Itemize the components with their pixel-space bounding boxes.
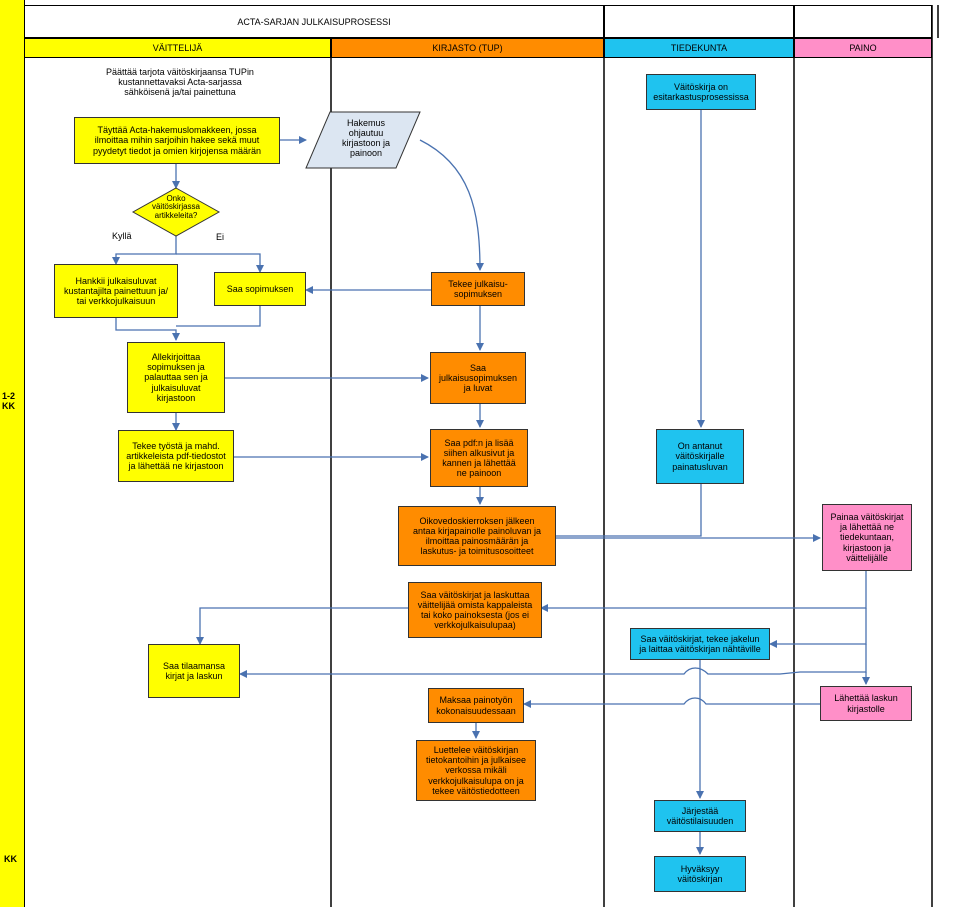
arrow-paino-to-tiedekunta xyxy=(769,608,867,648)
arrow-lahettaa-to-maksaa xyxy=(523,697,820,708)
hakemus-shape xyxy=(305,111,421,169)
k-saa-sopimuksen: Saa julkaisusopimuksen ja luvat xyxy=(430,352,526,404)
lane-header-paino: PAINO xyxy=(794,38,932,58)
diagram-title: ACTA-SARJAN JULKAISUPROSESSI xyxy=(24,5,604,38)
title-cell-tiedekunta xyxy=(604,5,794,38)
t-esitarkastus: Väitöskirja on esitarkastusprosessissa xyxy=(646,74,756,110)
time-label-top: 1-2 KK xyxy=(2,391,16,411)
p-lahettaa-laskun: Lähettää laskun kirjastolle xyxy=(820,686,912,721)
k-hakemus-text: Hakemus ohjautuu kirjastoon ja painoon xyxy=(341,118,391,159)
k-oikoluku: Oikovedoskierroksen jälkeen antaa kirjap… xyxy=(398,506,556,566)
k-tekee-sopimuksen: Tekee julkaisu- sopimuksen xyxy=(431,272,525,306)
lane-header-tiedekunta: TIEDEKUNTA xyxy=(604,38,794,58)
arrow-hakemus-to-sop xyxy=(419,139,484,271)
time-label-bottom: KK xyxy=(4,854,17,864)
arrow-saa-merge xyxy=(176,306,261,327)
decision-shape xyxy=(131,187,221,237)
v-hankkii: Hankkii julkaisuluvat kustantajilta pain… xyxy=(54,264,178,318)
arrow-antanut-to-oikoluku xyxy=(556,484,702,537)
v-tekee-tyota: Tekee työstä ja mahd. artikkeleista pdf-… xyxy=(118,430,234,482)
p-painaa: Painaa väitöskirjat ja lähettää ne tiede… xyxy=(822,504,912,571)
t-antanut-luvan: On antanut väitöskirjalle painatusluvan xyxy=(656,429,744,484)
lane-header-vaittelija: VÄITTELIJÄ xyxy=(24,38,331,58)
arrow-paino-to-vaittelija xyxy=(239,644,867,678)
arrow-ei xyxy=(176,253,264,273)
v-kylla-label: Kyllä xyxy=(112,231,132,241)
lane-label: PAINO xyxy=(849,43,877,53)
lane-header-kirjasto: KIRJASTO (TUP) xyxy=(331,38,604,58)
k-saa-pdf: Saa pdf:n ja lisää siihen alkusivut ja k… xyxy=(430,429,528,487)
diagram-title-text: ACTA-SARJAN JULKAISUPROSESSI xyxy=(237,16,391,27)
t-saa-vaitoskirjat: Saa väitöskirjat, tekee jakelun ja laitt… xyxy=(630,628,770,660)
v-allekirjoittaa: Allekirjoittaa sopimuksen ja palauttaa s… xyxy=(127,342,225,413)
arrow-kirjasto-to-vaittelija xyxy=(196,607,408,645)
v-saa-sopimuksen: Saa sopimuksen xyxy=(214,272,306,306)
v-ei-label: Ei xyxy=(216,232,225,242)
arrow-paino-to-kirjasto xyxy=(540,571,867,612)
lane-label: VÄITTELIJÄ xyxy=(152,43,203,53)
k-saa-vaitoskirjat: Saa väitöskirjat ja laskuttaa väittelijä… xyxy=(408,582,542,638)
arrow-kylla xyxy=(112,236,177,265)
arrow-hankkii-merge xyxy=(115,318,180,341)
v-intro-text: Päättää tarjota väitöskirjaansa TUPin ku… xyxy=(106,67,254,98)
k-luettelee: Luettelee väitöskirjan tietokantoihin ja… xyxy=(416,740,536,801)
k-maksaa: Maksaa painotyön kokonaisuudessaan xyxy=(428,688,524,723)
v-decision-text: Onko väitöskirjassa artikkeleita? xyxy=(151,194,200,220)
t-jarjestaa: Järjestää väitöstilaisuuden xyxy=(654,800,746,832)
time-strip xyxy=(0,0,25,907)
lane-label: TIEDEKUNTA xyxy=(670,43,728,53)
v-saa-kirjat: Saa tilaamansa kirjat ja laskun xyxy=(148,644,240,698)
t-hyvaksyy: Hyväksyy väitöskirjan xyxy=(654,856,746,892)
lane-label: KIRJASTO (TUP) xyxy=(432,43,503,53)
v-fill-form: Täyttää Acta-hakemuslomakkeen, jossa ilm… xyxy=(74,117,280,164)
